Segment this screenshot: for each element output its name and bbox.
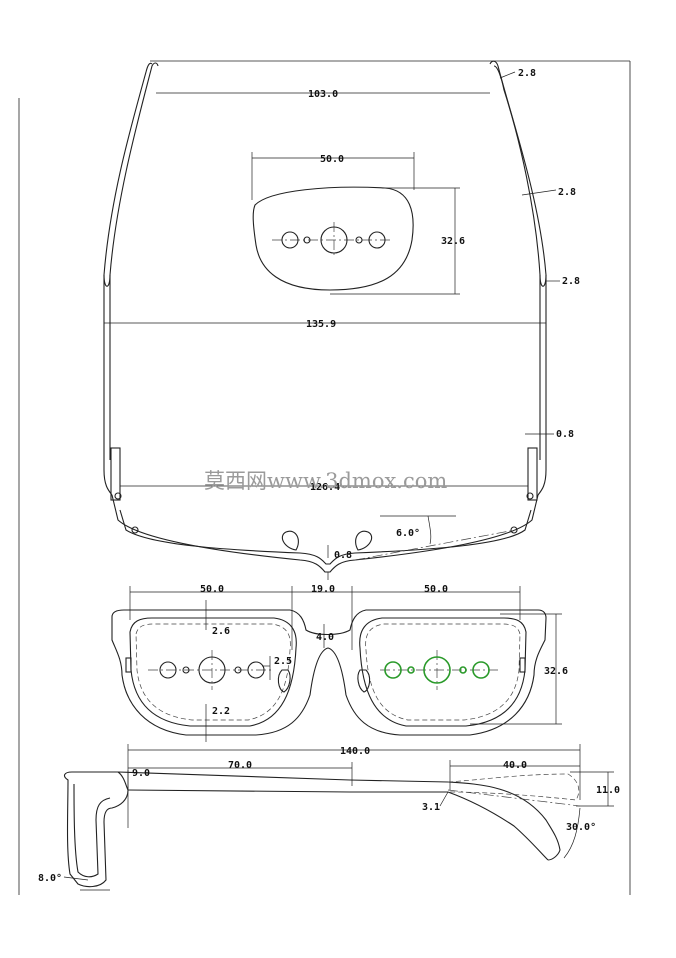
side-temple-bottom xyxy=(127,789,448,793)
lens-right-circle xyxy=(368,231,386,249)
front-right-lens-inner xyxy=(365,623,521,721)
dim-tip-leader xyxy=(499,71,516,79)
right-hinge-screw xyxy=(526,492,534,500)
front-right-nose-pad xyxy=(357,669,371,693)
front-view: 50.0 19.0 50.0 2.6 4.0 2.5 32.6 2.2 xyxy=(111,584,568,742)
frame-front-outer xyxy=(111,494,539,573)
front-right-center-circle xyxy=(423,656,451,684)
front-left-outer-circle xyxy=(159,661,177,679)
side-view: 140.0 9.0 70.0 40.0 11.0 3.1 30.0° 8.0° xyxy=(38,744,620,891)
dim-hinge-offset-label: 9.0 xyxy=(132,768,150,779)
dim-bridge-thickness-label: 0.8 xyxy=(334,550,352,561)
dim-rim-bottom-label: 2.2 xyxy=(212,706,230,717)
front-right-outer-circle xyxy=(384,661,402,679)
front-right-inner-dot xyxy=(407,666,415,674)
front-right-right-dot xyxy=(459,666,467,674)
dim-tip-label: 2.8 xyxy=(518,68,536,79)
dim-pad-angle-ref xyxy=(447,789,581,807)
watermark-text: 莫西网www.3dmox.com xyxy=(204,469,447,493)
dim-front-right-width-label: 50.0 xyxy=(424,584,448,595)
dim-pantoscopic-leader xyxy=(63,876,89,881)
front-right-right-circle xyxy=(472,661,490,679)
front-left-right-circle xyxy=(247,661,265,679)
front-left-center-circle xyxy=(198,656,226,684)
side-temple-tip-dashed xyxy=(447,773,580,801)
dim-face-angle-arc xyxy=(427,515,432,545)
front-left-inner-dot xyxy=(182,666,190,674)
dim-face-angle-ref xyxy=(354,529,516,561)
dim-mid-leader xyxy=(521,189,557,196)
side-temple-top xyxy=(117,771,449,783)
right-nose-pad-top xyxy=(355,530,373,551)
dim-end-label: 2.8 xyxy=(562,276,580,287)
dim-front-section-label: 70.0 xyxy=(228,760,252,771)
left-temple xyxy=(103,62,153,496)
dim-rim-top-label: 2.6 xyxy=(212,626,230,637)
front-left-right-dot xyxy=(234,666,242,674)
dim-pad-angle-arc xyxy=(563,807,581,859)
side-temple-curve-top xyxy=(447,781,561,861)
dim-nose-offset-label: 2.5 xyxy=(274,656,292,667)
right-temple-end xyxy=(539,274,547,287)
left-corner-screw xyxy=(131,526,139,534)
left-hinge-screw xyxy=(114,492,122,500)
lens-left-circle xyxy=(281,231,299,249)
dim-bridge-height-label: 4.0 xyxy=(316,632,334,643)
left-hinge xyxy=(110,447,121,501)
dim-arm-offset-leader xyxy=(439,791,449,807)
top-view: 103.0 2.8 50.0 32.6 2.8 2.8 135.9 0.8 12… xyxy=(103,60,580,580)
right-corner-screw xyxy=(510,526,518,534)
dim-pantoscopic-label: 8.0° xyxy=(38,873,62,884)
front-left-lens-inner xyxy=(135,623,291,721)
dim-hinge-thickness-label: 0.8 xyxy=(556,429,574,440)
lens-right-dot xyxy=(355,236,363,244)
dim-side-length-label: 140.0 xyxy=(340,746,370,757)
lens-shape xyxy=(252,186,414,291)
dim-pad-height-label: 11.0 xyxy=(596,785,620,796)
dim-hinge-span-label: 126.4 xyxy=(310,482,340,493)
dim-pad-length-label: 40.0 xyxy=(503,760,527,771)
front-left-hinge xyxy=(125,657,132,673)
dim-face-angle-label: 6.0° xyxy=(396,528,420,539)
front-right-hinge xyxy=(519,657,526,673)
side-frame-front xyxy=(63,771,129,888)
right-temple-inner xyxy=(493,65,541,460)
left-temple-end xyxy=(103,274,111,287)
left-nose-pad-top xyxy=(281,530,299,551)
dim-front-left-width-label: 50.0 xyxy=(200,584,224,595)
dim-arm-offset-label: 3.1 xyxy=(422,802,440,813)
side-temple-curve-bottom xyxy=(447,791,549,861)
frame-front-inner xyxy=(119,509,532,565)
dim-overall-width-label: 135.9 xyxy=(306,319,336,330)
dim-mid-label: 2.8 xyxy=(558,187,576,198)
right-hinge xyxy=(527,447,538,501)
front-frame-outer xyxy=(111,609,547,736)
lens-left-dot xyxy=(303,236,311,244)
right-temple xyxy=(489,60,547,496)
left-temple-inner xyxy=(109,62,159,460)
front-left-lens-rim xyxy=(129,617,297,727)
dim-front-bridge-label: 19.0 xyxy=(311,584,335,595)
front-left-nose-pad xyxy=(277,669,291,693)
dim-lens-width-label: 50.0 xyxy=(320,154,344,165)
dim-lens-height-label: 32.6 xyxy=(441,236,465,247)
dim-temple-span-label: 103.0 xyxy=(308,89,338,100)
side-frame-inner xyxy=(73,783,111,878)
dim-pad-angle-label: 30.0° xyxy=(566,822,596,833)
lens-center-circle xyxy=(320,226,348,254)
dim-front-height-label: 32.6 xyxy=(544,666,568,677)
